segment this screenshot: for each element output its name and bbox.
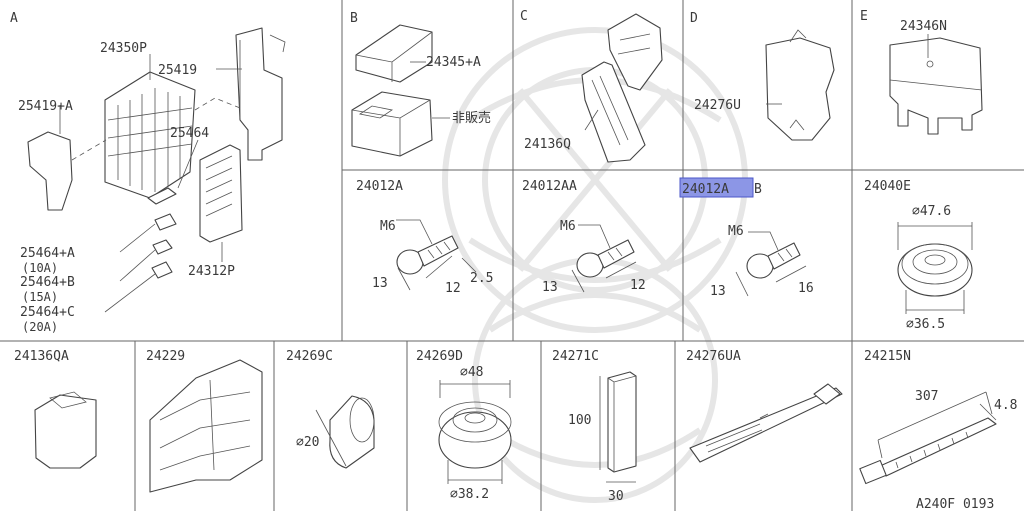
- label-24312p: 24312P: [188, 264, 235, 279]
- pad-24271c-drawing: [607, 371, 637, 473]
- dim-m6-2: M6: [560, 219, 576, 234]
- label-24276ua: 24276UA: [686, 349, 741, 364]
- dim-25: 2.5: [470, 271, 493, 286]
- label-24276u: 24276U: [694, 98, 741, 113]
- dim-13-1: 13: [372, 276, 388, 291]
- label-24012ab-highlight: 24012A: [682, 182, 729, 197]
- highlight-24012ab: [679, 177, 754, 198]
- label-24136qa: 24136QA: [14, 349, 69, 364]
- label-25464b-amp: (15A): [22, 290, 58, 304]
- label-24136q: 24136Q: [524, 137, 571, 152]
- dim-36-5: ⌀36.5: [906, 317, 945, 332]
- bracket-25419a-drawing: [27, 131, 73, 211]
- dim-307: 307: [915, 389, 938, 404]
- label-24012ab-tail: B: [754, 182, 762, 197]
- relay-bracket-drawing: [235, 27, 286, 161]
- bracket-24136q-drawing: [581, 13, 663, 163]
- label-24269d: 24269D: [416, 349, 463, 364]
- dim-47-6: ⌀47.6: [912, 204, 951, 219]
- label-24346n: 24346N: [900, 19, 947, 34]
- dim-100: 100: [568, 413, 591, 428]
- label-25464b: 25464+B: [20, 275, 75, 290]
- grommet-24269d-drawing: [438, 401, 512, 469]
- label-24215n: 24215N: [864, 349, 911, 364]
- label-24350p: 24350P: [100, 41, 147, 56]
- section-b-label: B: [350, 11, 358, 26]
- label-25464a: 25464+A: [20, 246, 75, 261]
- section-d-label: D: [690, 11, 698, 26]
- label-25419a: 25419+A: [18, 99, 73, 114]
- bolt-24012ab-drawing: [746, 242, 801, 279]
- dim-30: 30: [608, 489, 624, 504]
- dim-4-8: 4.8: [994, 398, 1017, 413]
- label-24271c: 24271C: [552, 349, 599, 364]
- grommet-24040e-drawing: [897, 243, 973, 297]
- plug-24269c-drawing: [329, 395, 375, 469]
- section-c-label: C: [520, 9, 528, 24]
- dim-12-2: 12: [630, 278, 646, 293]
- drawing-code: A240F 0193: [916, 497, 994, 511]
- dim-m6-3: M6: [728, 224, 744, 239]
- strap-24276ua-drawing: [689, 383, 843, 463]
- section-a-label: A: [10, 11, 18, 26]
- label-25464: 25464: [170, 126, 209, 141]
- label-25464c-amp: (20A): [22, 320, 58, 334]
- dim-20: ⌀20: [296, 435, 319, 450]
- plate-24276u-drawing: [765, 29, 835, 141]
- dim-16: 16: [798, 281, 814, 296]
- dim-12-1: 12: [445, 281, 461, 296]
- bracket-24346n-drawing: [889, 37, 983, 135]
- fuse-puller-drawing: [199, 144, 243, 243]
- dim-38-2: ⌀38.2: [450, 487, 489, 502]
- dim-13-2: 13: [542, 280, 558, 295]
- label-24040e: 24040E: [864, 179, 911, 194]
- label-25464c: 25464+C: [20, 305, 75, 320]
- dim-48: ⌀48: [460, 365, 483, 380]
- label-24012aa: 24012AA: [522, 179, 577, 194]
- label-25464a-amp: (10A): [22, 261, 58, 275]
- label-24229: 24229: [146, 349, 185, 364]
- dim-13-3: 13: [710, 284, 726, 299]
- label-24012a: 24012A: [356, 179, 403, 194]
- dim-m6-1: M6: [380, 219, 396, 234]
- label-25419: 25419: [158, 63, 197, 78]
- label-24269c: 24269C: [286, 349, 333, 364]
- cable-tie-24215n-drawing: [859, 417, 997, 485]
- bolt-24012a-drawing: [396, 235, 459, 275]
- cover-24136qa-drawing: [34, 391, 97, 469]
- cover-24345a-drawing: [355, 24, 433, 83]
- relay-box-drawing: [351, 91, 433, 157]
- label-not-for-sale: 非販売: [452, 110, 491, 126]
- bracket-24229-drawing: [149, 359, 263, 493]
- bolt-24012aa-drawing: [576, 239, 635, 278]
- label-24345a: 24345+A: [426, 55, 481, 70]
- section-e-label: E: [860, 9, 868, 24]
